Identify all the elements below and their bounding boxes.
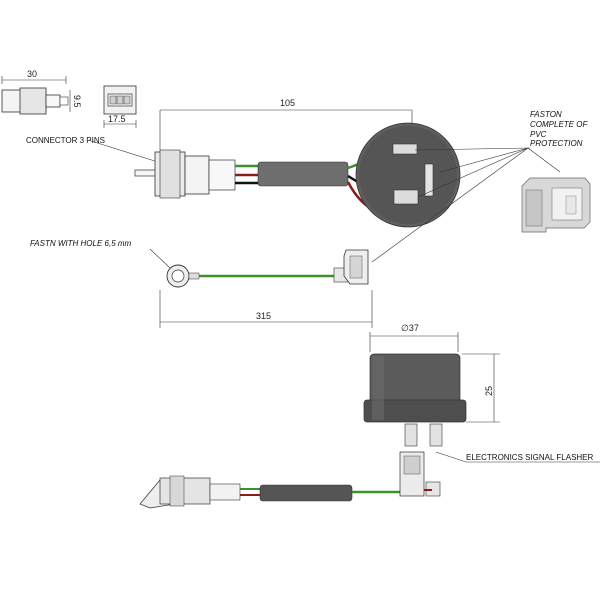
label-connector: CONNECTOR 3 PINS xyxy=(26,136,105,145)
label-ring-terminal: FASTN WITH HOLE 6,5 mm xyxy=(30,239,132,248)
dim-line-105: 105 xyxy=(159,98,413,150)
faston-insulator-view xyxy=(521,177,591,233)
connector-front-view: 17.5 xyxy=(103,85,137,128)
dim-line-315: 315 xyxy=(159,290,373,328)
flasher-top-view xyxy=(355,122,461,228)
faston-callout: FASTON COMPLETE OF PVC PROTECTION xyxy=(371,110,588,263)
ring-terminal-cable: FASTN WITH HOLE 6,5 mm xyxy=(30,239,369,288)
dim-cable-length-ring: 315 xyxy=(256,311,271,321)
label-faston-1: FASTON xyxy=(530,110,562,119)
dim-connector-width: 17.5 xyxy=(108,114,126,124)
label-faston-3: PVC xyxy=(530,130,547,139)
dim-flasher-height: 25 xyxy=(484,386,494,396)
flasher-side-view: ∅37 25 ELECTRONICS SIGNAL FLASHER xyxy=(363,323,600,463)
label-faston-2: COMPLETE OF xyxy=(530,120,588,129)
dim-connector-length: 30 xyxy=(27,69,37,79)
dim-cable-length-top: 105 xyxy=(280,98,295,108)
label-flasher: ELECTRONICS SIGNAL FLASHER xyxy=(466,453,594,462)
bottom-harness xyxy=(139,451,441,509)
connector-side-view: 30 9.5 xyxy=(1,69,82,115)
dim-flasher-diameter: ∅37 xyxy=(401,323,419,333)
dim-connector-height: 9.5 xyxy=(72,95,82,108)
label-faston-4: PROTECTION xyxy=(530,139,583,148)
